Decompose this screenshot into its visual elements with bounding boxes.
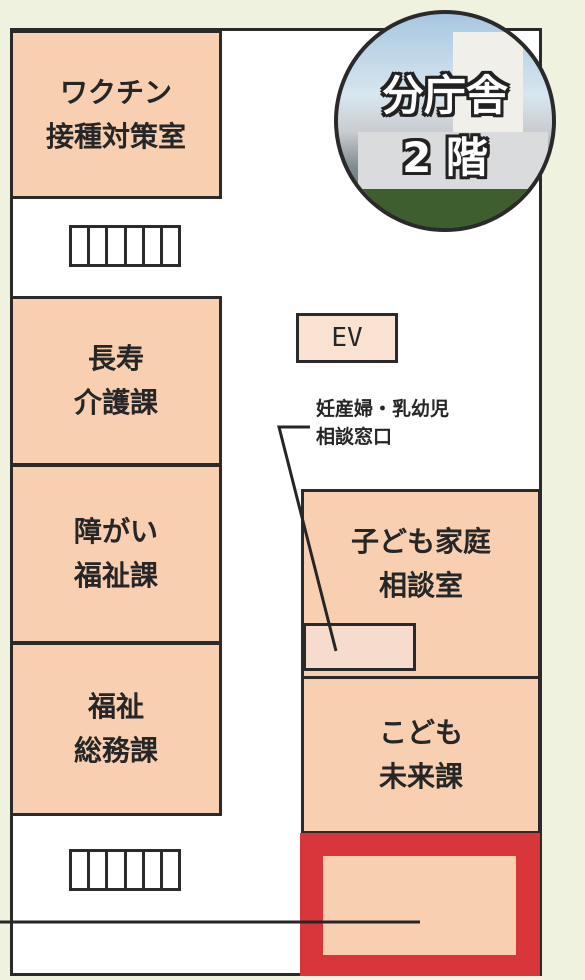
room-choju[interactable]: 長寿 介護課 [10,296,222,466]
room-label-line2: 未来課 [378,760,463,793]
badge-line1: 分庁舎 [381,71,508,120]
stairs-icon [69,225,181,267]
consult-label-line1: 妊産婦・乳幼児 [316,398,450,420]
room-label-line2: 相談室 [378,569,463,602]
room-label-line2: 総務課 [73,734,158,767]
building-photo-badge: 分庁舎 2 階 [334,10,556,232]
room-kodomo-mirai[interactable]: こども 未来課 [301,676,541,834]
room-label-line2: 接種対策室 [45,119,186,153]
room-vaccine[interactable]: ワクチン 接種対策室 [10,30,222,199]
room-label-line1: こども [378,716,463,749]
room-label-line2: 介護課 [73,386,158,419]
room-label-line1: 子ども家庭 [350,525,491,558]
room-label-line1: ワクチン [59,75,172,109]
badge-line2: 2 階 [402,133,488,182]
consult-label: 妊産婦・乳幼児 相談窓口 [316,395,449,451]
room-shogai[interactable]: 障がい 福祉課 [10,464,222,644]
consult-label-line2: 相談窓口 [316,426,393,448]
room-label-line1: 障がい [73,515,158,548]
room-label-line1: 長寿 [87,342,144,375]
room-label-line2: 福祉課 [73,559,158,592]
elevator[interactable]: EV [296,313,398,363]
consult-window[interactable] [303,623,416,671]
stairs-icon [69,849,181,891]
room-label-line1: 福祉 [87,690,144,723]
room-fukushi[interactable]: 福祉 総務課 [10,642,222,816]
tree-row [338,189,552,228]
current-location-inner [323,856,516,955]
